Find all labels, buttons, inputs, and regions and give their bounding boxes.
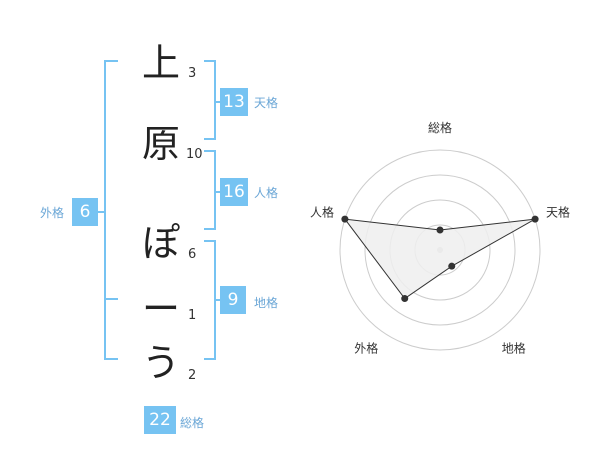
name-char-1: 上 [142, 41, 181, 85]
tenkaku-bracket-vertical [214, 60, 216, 140]
radar-axis-label: 人格 [310, 204, 334, 219]
radar-axis-label: 外格 [354, 341, 378, 356]
name-char-3: ぽ [142, 221, 181, 265]
stroke-count-4: 1 [188, 308, 197, 323]
gaikaku-label: 外格 [40, 206, 65, 220]
jinkaku-bracket-connector [214, 191, 220, 193]
chikaku-bracket-connector [214, 299, 220, 301]
radar-axis-label: 天格 [546, 204, 570, 219]
gaikaku-bracket-split [104, 298, 118, 300]
radar-point-1 [436, 226, 444, 234]
chikaku-badge: 9 [220, 286, 246, 314]
name-char-5: う [142, 341, 181, 385]
name-char-4: ー [142, 287, 181, 331]
jinkaku-bracket-top [204, 150, 216, 152]
radar-point-4 [401, 295, 409, 303]
gaikaku-badge: 6 [72, 198, 98, 226]
tenkaku-badge: 13 [220, 88, 248, 116]
jinkaku-badge: 16 [220, 178, 248, 206]
stroke-count-2: 10 [186, 147, 203, 162]
jinkaku-bracket-vertical [214, 150, 216, 230]
stroke-count-3: 6 [188, 247, 197, 262]
tenkaku-bracket-top [204, 60, 216, 62]
radar-ring [364, 174, 516, 326]
chikaku-label: 地格 [254, 296, 279, 310]
chikaku-bracket-bottom [204, 358, 216, 360]
name-char-2: 原 [142, 122, 181, 166]
tenkaku-label: 天格 [254, 96, 279, 110]
radar-axis-label: 総格 [428, 120, 452, 135]
radar-point-5 [341, 215, 349, 223]
gaikaku-bracket-vertical [104, 60, 106, 360]
jinkaku-bracket-bottom [204, 228, 216, 230]
tenkaku-bracket-bottom [204, 138, 216, 140]
radar-ring [339, 149, 541, 351]
soukaku-badge: 22 [144, 406, 176, 434]
soukaku-label: 総格 [180, 416, 205, 430]
chikaku-bracket-top [204, 240, 216, 242]
gaikaku-bracket-connector [98, 211, 106, 213]
stroke-count-1: 3 [188, 66, 197, 81]
gaikaku-bracket-top [104, 60, 118, 62]
radar-point-2 [531, 215, 539, 223]
radar-axis-label: 地格 [502, 341, 526, 356]
stroke-count-5: 2 [188, 368, 197, 383]
jinkaku-label: 人格 [254, 186, 279, 200]
tenkaku-bracket-connector [214, 101, 220, 103]
gaikaku-bracket-bottom [104, 358, 118, 360]
radar-point-3 [448, 262, 456, 270]
radar-data-polygon [343, 218, 536, 300]
